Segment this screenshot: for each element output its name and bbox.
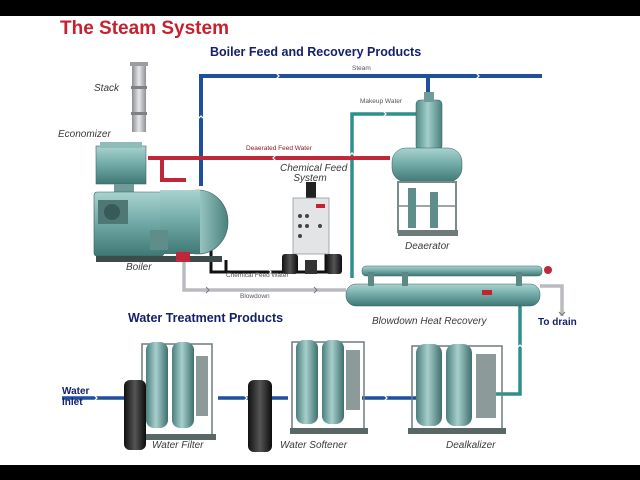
water-softener-label: Water Softener [280,440,348,451]
steam-line-label: Steam [352,65,371,72]
blowdown-arrows [205,286,566,316]
section-heading-boiler-feed: Boiler Feed and Recovery Products [210,45,422,59]
chemical-feed-label: Chemical Feed System [280,163,348,184]
to-drain-label: To drain [538,317,577,328]
boiler-illustration [93,142,229,262]
deaerator-label: Deaerator [405,241,450,252]
chemical-feed-label-line-1: Chemical Feed [280,163,348,174]
blowdown-line-label: Blowdown [240,293,270,300]
dealkalizer-label: Dealkalizer [446,440,496,451]
blowdown-heat-recovery-illustration [345,265,552,307]
chemical-feed-label-line-2: System [293,173,327,184]
section-heading-water-treatment: Water Treatment Products [128,311,284,325]
water-inlet-label-line-1: Water [62,386,90,397]
blowdown-heat-recovery-label: Blowdown Heat Recovery [372,316,487,327]
steam-system-diagram [62,62,566,452]
water-filter-illustration [124,342,216,450]
water-inlet-label: Water Inlet [62,386,89,408]
economizer-label: Economizer [58,129,111,140]
page-title: The Steam System [60,18,229,39]
dealkalizer-illustration [408,344,506,434]
steam-line [199,74,542,186]
stack-label: Stack [94,83,120,94]
water-softener-illustration [248,340,368,452]
deaerated-feed-water-line [148,156,390,182]
chemical-feed-illustration [282,182,342,274]
water-filter-label: Water Filter [152,440,204,451]
deaerator-illustration [391,92,463,236]
water-inlet-label-line-2: Inlet [62,397,83,408]
chemical-feed-water-line-label: Chemical Feed Water [226,272,289,279]
diagram-canvas: The Steam System Boiler Feed and Recover… [0,16,640,465]
boiler-label: Boiler [126,262,152,273]
makeup-water-line-label: Makeup Water [360,98,403,105]
stack-illustration [130,62,148,132]
deaerated-feed-water-line-label: Deaerated Feed Water [246,145,312,152]
